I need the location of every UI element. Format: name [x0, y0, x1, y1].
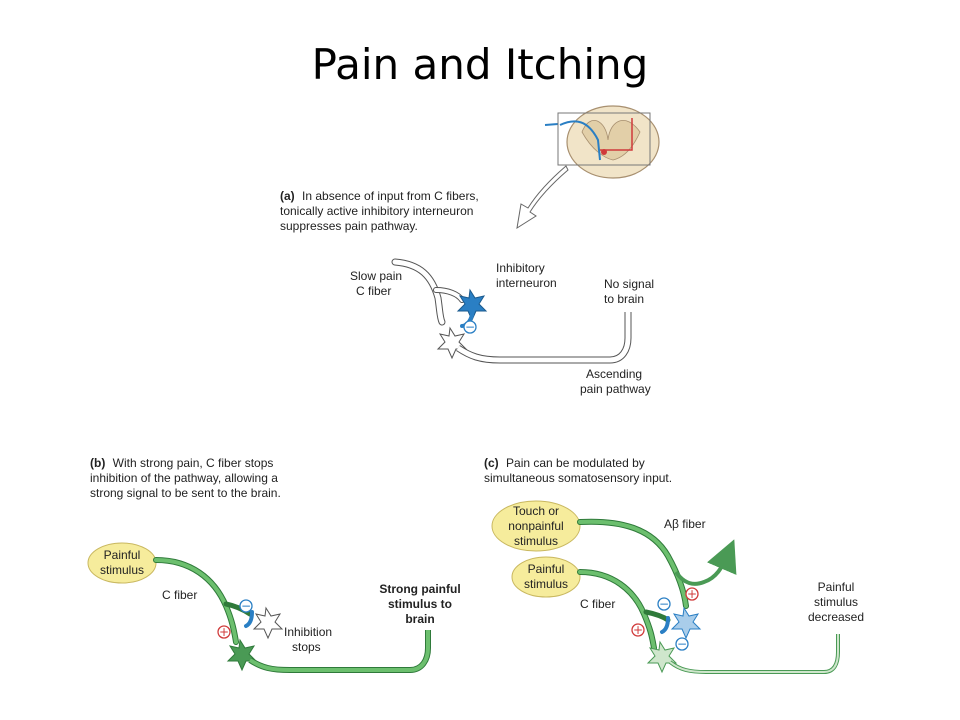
panel-b-label-strong-2: stimulus to	[388, 597, 452, 611]
zoom-arrow	[516, 165, 569, 230]
panel-a-secondary-neuron	[436, 326, 468, 360]
panel-c-minus-sign-2: −	[677, 637, 687, 651]
panel-a-label-no-signal-2: to brain	[604, 292, 644, 306]
panel-c-abeta-branch	[674, 539, 737, 586]
panel-c-caption-1: Pain can be modulated by	[506, 456, 645, 470]
panel-c-decreased-2: stimulus	[814, 595, 858, 609]
panel-c-minus-sign-1: −	[659, 597, 669, 611]
panel-a: (a) In absence of input from C fibers, t…	[280, 189, 654, 396]
panel-c-decreased-3: decreased	[808, 610, 864, 624]
panel-a-caption-2: tonically active inhibitory interneuron	[280, 204, 473, 218]
panel-b-caption-2: inhibition of the pathway, allowing a	[90, 471, 278, 485]
panel-c-plus-sign-2: +	[633, 623, 643, 637]
panel-c: (c) Pain can be modulated by simultaneou…	[484, 456, 864, 674]
panel-b-label-strong-1: Strong painful	[379, 582, 460, 596]
panel-c-plus-sign-1: +	[687, 587, 697, 601]
spinal-cord-inset	[544, 105, 660, 179]
panel-b-label-inhibition-2: stops	[292, 640, 321, 654]
panel-c-touch-3: stimulus	[514, 534, 558, 548]
panel-b-letter: (b)	[90, 456, 105, 470]
panel-b-stimulus-2: stimulus	[100, 563, 144, 577]
panel-b-secondary-neuron	[226, 638, 258, 672]
panel-b: (b) With strong pain, C fiber stops inhi…	[87, 456, 461, 673]
panel-a-label-interneuron-1: Inhibitory	[496, 261, 545, 275]
panel-a-caption-1: In absence of input from C fibers,	[302, 189, 479, 203]
panel-b-plus-sign: +	[219, 625, 229, 639]
panel-b-label-inhibition-1: Inhibition	[284, 625, 332, 639]
panel-a-label-interneuron-2: interneuron	[496, 276, 557, 290]
panel-c-label-fiber: C fiber	[580, 597, 615, 611]
panel-c-touch-1: Touch or	[513, 504, 559, 518]
panel-c-touch-bubble	[491, 500, 581, 552]
panel-b-stimulus-1: Painful	[104, 548, 141, 562]
panel-b-minus-sign: −	[241, 599, 251, 613]
panel-c-ascending-pathway	[668, 634, 840, 674]
panel-b-label-fiber: C fiber	[162, 588, 197, 602]
svg-text:(a) In absence of input: (a) In absence of input from C fibers,	[280, 189, 479, 203]
panel-b-ascending-pathway	[248, 630, 431, 673]
slide-title: Pain and Itching	[311, 40, 649, 89]
panel-c-letter: (c)	[484, 456, 499, 470]
panel-a-label-slow-pain-2: C fiber	[356, 284, 391, 298]
panel-c-decreased-1: Painful	[818, 580, 855, 594]
panel-a-label-slow-pain-1: Slow pain	[350, 269, 402, 283]
panel-a-label-no-signal-1: No signal	[604, 277, 654, 291]
panel-b-caption-3: strong signal to be sent to the brain.	[90, 486, 281, 500]
panel-a-ascending-pathway	[456, 312, 632, 364]
panel-c-stimulus-bubble	[511, 556, 581, 598]
panel-a-label-pathway-1: Ascending	[586, 367, 642, 381]
panel-a-letter: (a)	[280, 189, 295, 203]
panel-b-caption-1: With strong pain, C fiber stops	[113, 456, 274, 470]
panel-a-minus-sign: −	[465, 320, 475, 334]
panel-c-interneuron	[670, 606, 702, 640]
panel-a-label-pathway-2: pain pathway	[580, 382, 651, 396]
panel-c-touch-2: nonpainful	[508, 519, 563, 533]
panel-c-caption-2: simultaneous somatosensory input.	[484, 471, 672, 485]
svg-text:(c) Pain can be modulate: (c) Pain can be modulated by	[484, 456, 645, 470]
panel-c-secondary-neuron	[646, 640, 678, 674]
panel-a-caption-3: suppresses pain pathway.	[280, 219, 418, 233]
panel-b-label-strong-3: brain	[405, 612, 434, 626]
panel-c-stimulus-1: Painful	[528, 562, 565, 576]
panel-c-stimulus-2: stimulus	[524, 577, 568, 591]
panel-c-label-abeta: Aβ fiber	[664, 517, 706, 531]
svg-text:(b) With strong pain, C: (b) With strong pain, C fiber stops	[90, 456, 273, 470]
panel-b-interneuron	[252, 606, 284, 640]
